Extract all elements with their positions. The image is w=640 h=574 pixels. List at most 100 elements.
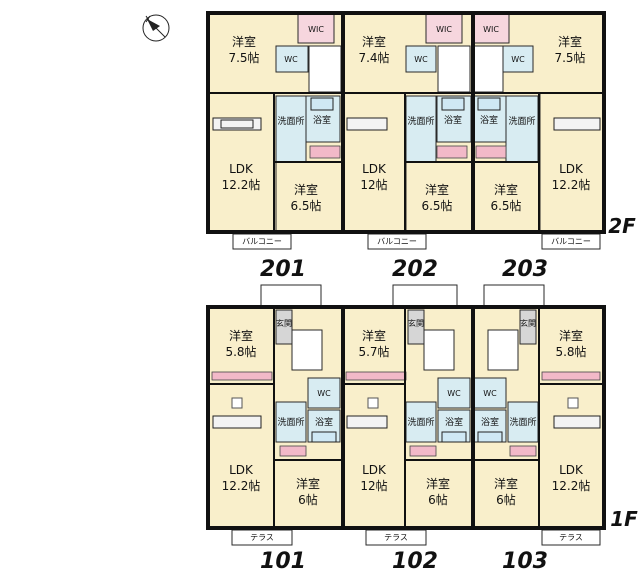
room-size: 5.8帖 xyxy=(225,344,256,359)
room-size: 6帖 xyxy=(428,492,448,507)
wc-label: WC xyxy=(284,55,298,64)
bedroom2-203 xyxy=(472,161,540,233)
unit-number: 102 xyxy=(392,549,438,574)
room-size: 12.2帖 xyxy=(222,177,261,192)
wc-label: WC xyxy=(447,389,461,398)
bedroom2-201 xyxy=(275,161,343,233)
washroom-label: 洗面所 xyxy=(277,416,304,428)
stair-201 xyxy=(308,45,342,93)
bath-label: 浴室 xyxy=(480,114,498,126)
floor-1f xyxy=(206,284,606,546)
wc-103 xyxy=(473,377,507,409)
entry-101 xyxy=(275,309,293,345)
room-name: LDK xyxy=(559,463,584,477)
washroom-label-201: 洗面所 xyxy=(277,115,304,127)
ldk-201 xyxy=(207,92,275,234)
unit-103 xyxy=(473,309,601,546)
room-name: 洋室 xyxy=(229,328,253,343)
wc-label: WC xyxy=(483,389,497,398)
room-name: LDK xyxy=(559,162,584,176)
svg-text:洗面所: 洗面所 xyxy=(277,115,304,127)
room-name: LDK xyxy=(362,463,387,477)
room-name: 洋室 xyxy=(425,182,449,197)
unit-201 xyxy=(207,12,344,250)
stair-202 xyxy=(437,45,471,93)
wc-202 xyxy=(405,45,437,73)
stair-203 xyxy=(472,45,504,93)
wc-101 xyxy=(307,377,341,409)
floor-label: 1F xyxy=(610,507,638,531)
wc-label: WC xyxy=(511,55,525,64)
entry-102 xyxy=(407,309,425,345)
balcony-label: バルコニー xyxy=(377,237,417,246)
washroom-label: 洗面所 xyxy=(407,416,434,428)
room-name: 洋室 xyxy=(494,182,518,197)
unit-102 xyxy=(345,309,471,546)
room-name: 洋室 xyxy=(426,476,450,491)
bath-label: 浴室 xyxy=(313,114,331,126)
room-name: 洋室 xyxy=(294,182,318,197)
balcony-label: バルコニー xyxy=(551,237,591,246)
washroom-label-203: 洗面所 xyxy=(508,115,535,127)
terrace-label: テラス xyxy=(384,533,408,542)
wic-201 xyxy=(297,12,335,44)
floor-2f xyxy=(206,11,606,250)
room-size: 12.2帖 xyxy=(222,478,261,493)
unit-number: 103 xyxy=(502,549,548,574)
bedroom2-202 xyxy=(405,161,473,233)
north-arrow-icon xyxy=(142,14,170,42)
wc-102 xyxy=(437,377,471,409)
room-size: 7.5帖 xyxy=(228,50,259,65)
stair-103 xyxy=(487,329,519,371)
washroom-label: 洗面所 xyxy=(509,416,536,428)
room-size: 6.5帖 xyxy=(290,198,321,213)
room-name: 洋室 xyxy=(494,476,518,491)
room-name: LDK xyxy=(362,162,387,176)
entry-label: 玄関 xyxy=(408,318,424,328)
stair-101 xyxy=(291,329,323,371)
floor-label: 2F xyxy=(608,214,636,238)
bath-label: 浴室 xyxy=(481,416,499,428)
room-size: 12.2帖 xyxy=(552,177,591,192)
porch-101 xyxy=(260,284,322,308)
ldk-203 xyxy=(539,92,605,234)
room-size: 7.5帖 xyxy=(554,50,585,65)
bath-label: 浴室 xyxy=(444,114,462,126)
wic-label: WIC xyxy=(483,25,499,34)
room-name: 洋室 xyxy=(559,328,583,343)
room-size: 12帖 xyxy=(360,177,387,192)
washroom-103 xyxy=(507,401,539,443)
entry-label: 玄関 xyxy=(520,318,536,328)
unit-number: 203 xyxy=(502,257,548,282)
room-name: 洋室 xyxy=(362,34,386,49)
wc-201 xyxy=(275,45,309,73)
washroom-203 xyxy=(505,95,539,163)
room-name: 洋室 xyxy=(296,476,320,491)
terrace-label: テラス xyxy=(559,533,583,542)
room-size: 6帖 xyxy=(298,492,318,507)
terrace-label: テラス xyxy=(250,533,274,542)
room-size: 6帖 xyxy=(496,492,516,507)
room-name: 洋室 xyxy=(362,328,386,343)
bath-label: 浴室 xyxy=(445,416,463,428)
washroom-202 xyxy=(405,95,437,163)
entry-label: 玄関 xyxy=(276,318,292,328)
washroom-201 xyxy=(275,95,307,163)
room-name: 洋室 xyxy=(232,34,256,49)
room-name: 洋室 xyxy=(558,34,582,49)
porch-103 xyxy=(483,284,545,308)
balcony-label: バルコニー xyxy=(242,237,282,246)
wic-203 xyxy=(472,12,510,44)
svg-text:洗面所: 洗面所 xyxy=(407,115,434,127)
unit-number: 101 xyxy=(260,549,306,574)
washroom-label-202: 洗面所 xyxy=(407,115,434,127)
washroom-101 xyxy=(275,401,307,443)
unit-number: 201 xyxy=(260,257,306,282)
unit-number: 202 xyxy=(392,257,438,282)
bath-label: 浴室 xyxy=(315,416,333,428)
wc-203 xyxy=(502,45,534,73)
wic-202 xyxy=(425,12,463,44)
room-name: LDK xyxy=(229,463,254,477)
wic-label: WIC xyxy=(308,25,324,34)
